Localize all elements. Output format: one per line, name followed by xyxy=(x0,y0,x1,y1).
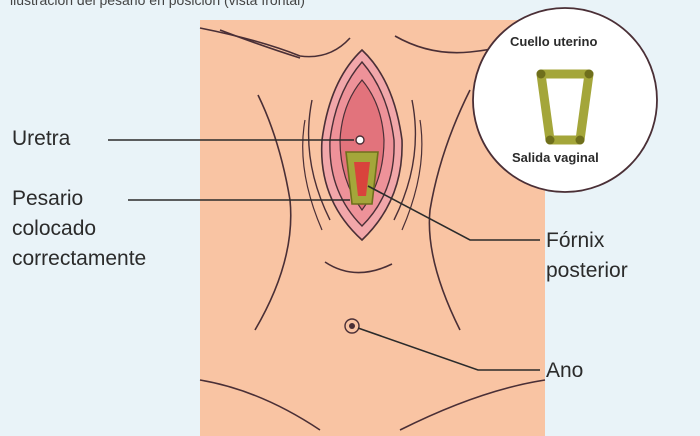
label-pessary-line3: correctamente xyxy=(12,246,146,272)
inset-label-cervix: Cuello uterino xyxy=(510,34,597,49)
inset-label-vaginal-exit: Salida vaginal xyxy=(512,150,599,165)
label-pessary-line2: colocado xyxy=(12,216,96,242)
label-anus: Ano xyxy=(546,358,583,384)
label-fornix-line2: posterior xyxy=(546,258,628,284)
urethra-opening xyxy=(356,136,364,144)
label-pessary-line1: Pesario xyxy=(12,186,83,212)
label-fornix-line1: Fórnix xyxy=(546,228,604,254)
pessary-in-place xyxy=(346,152,378,204)
label-urethra: Uretra xyxy=(12,126,70,152)
